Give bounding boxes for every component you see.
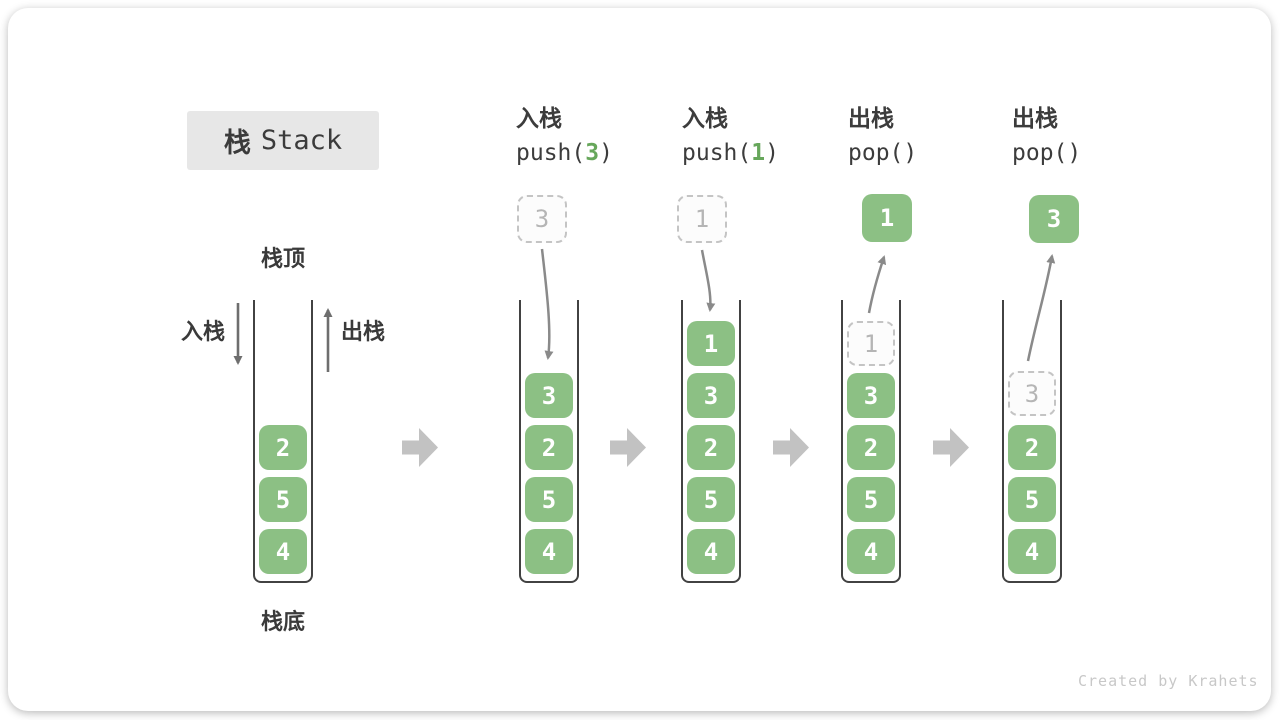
op-code: pop(): [848, 139, 917, 168]
op-code: push(1): [682, 139, 779, 168]
stack-5-block: 2: [1008, 425, 1056, 470]
op-label-push-1: 入栈 push(1): [682, 104, 779, 168]
stack-5-ghost-slot: 3: [1008, 371, 1056, 416]
label-push-side: 入栈: [180, 319, 225, 344]
stack-4-block: 4: [847, 529, 895, 574]
stack-3-block: 5: [687, 477, 735, 522]
stack-4-popped-value: 1: [862, 194, 912, 242]
stack-4-container: [841, 300, 901, 583]
flow-arrow-icon: [610, 428, 646, 467]
stack-2-incoming-value: 3: [517, 195, 567, 243]
label-stack-bottom: 栈底: [260, 609, 305, 634]
op-label-pop-1: 出栈 pop(): [848, 104, 917, 168]
flow-arrow-icon: [773, 428, 809, 467]
op-name: 出栈: [848, 105, 894, 131]
op-code-pre: pop(: [1012, 140, 1068, 166]
stack-4-block: 5: [847, 477, 895, 522]
stack-5-block: 4: [1008, 529, 1056, 574]
stack-1-block: 4: [259, 529, 307, 574]
op-code-arg: 3: [585, 140, 600, 166]
stack-4-ghost-slot: 1: [847, 321, 895, 366]
label-pop-side: 出栈: [341, 319, 386, 344]
title-en: Stack: [260, 125, 343, 156]
op-name: 出栈: [1012, 105, 1058, 131]
op-code-post: ): [903, 140, 918, 166]
label-stack-top: 栈顶: [260, 246, 305, 271]
op-code: pop(): [1012, 139, 1081, 168]
stack-1-block: 2: [259, 425, 307, 470]
op-name: 入栈: [682, 105, 728, 131]
op-name: 入栈: [516, 105, 562, 131]
op-code-post: ): [765, 140, 779, 166]
stack-3-block: 4: [687, 529, 735, 574]
op-code-pre: push(: [682, 140, 752, 166]
title-zh: 栈: [223, 128, 251, 158]
stack-1-block: 5: [259, 477, 307, 522]
op-code-pre: push(: [516, 140, 586, 166]
stack-3-block: 1: [687, 321, 735, 366]
stack-5-container: [1002, 300, 1062, 583]
stack-3-container: [681, 300, 741, 583]
stack-2-block: 5: [525, 477, 573, 522]
stack-2-block: 2: [525, 425, 573, 470]
stack-5-block: 5: [1008, 477, 1056, 522]
stack-2-block: 4: [525, 529, 573, 574]
op-label-pop-2: 出栈 pop(): [1012, 104, 1081, 168]
stack-4-block: 2: [847, 425, 895, 470]
op-label-push-3: 入栈 push(3): [516, 104, 613, 168]
stack-2-block: 3: [525, 373, 573, 418]
stack-4-block: 3: [847, 373, 895, 418]
stack-5-popped-value: 3: [1029, 195, 1079, 243]
flow-arrow-icon: [933, 428, 969, 467]
op-code-pre: pop(: [848, 140, 904, 166]
stack-3-block: 3: [687, 373, 735, 418]
title-box: 栈 Stack: [187, 111, 379, 170]
op-code-post: ): [599, 140, 613, 166]
stack-2-container: [519, 300, 579, 583]
op-code: push(3): [516, 139, 613, 168]
stack-3-block: 2: [687, 425, 735, 470]
stack-3-incoming-value: 1: [677, 195, 727, 243]
op-code-arg: 1: [751, 140, 766, 166]
watermark: Created by Krahets: [1078, 672, 1259, 690]
flow-arrow-icon: [402, 428, 438, 467]
stack-1-container: [253, 300, 313, 583]
op-code-post: ): [1067, 140, 1082, 166]
